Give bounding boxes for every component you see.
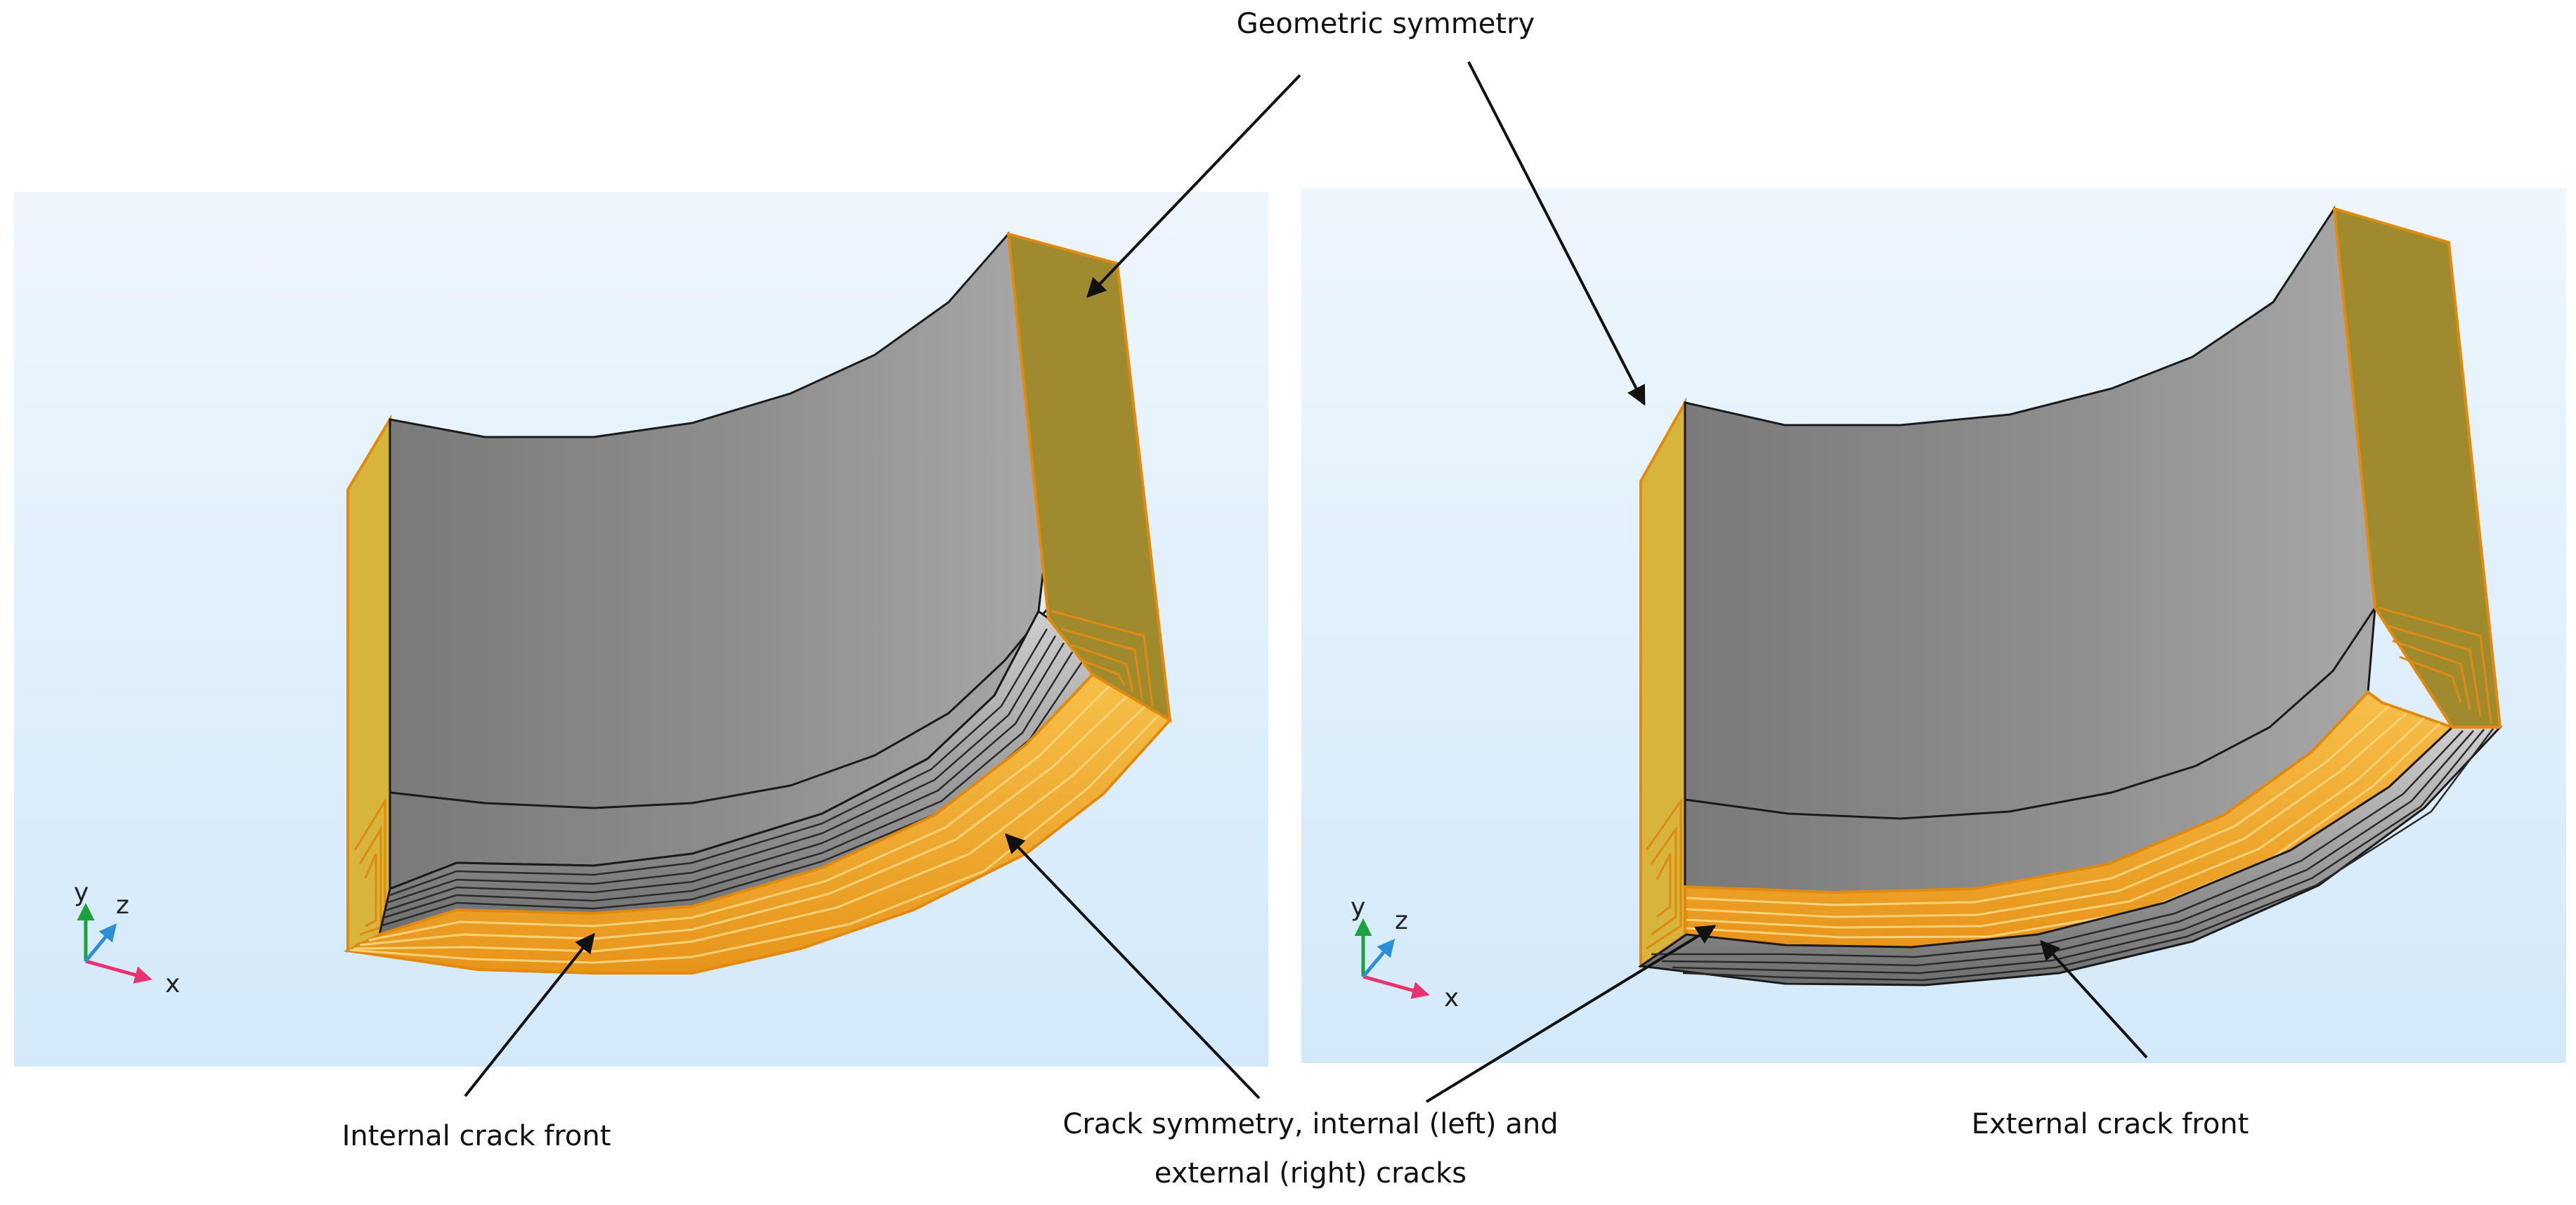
left-crack-band [343, 672, 1173, 975]
label-geometric-symmetry: Geometric symmetry [1237, 8, 1535, 40]
right-triad-z-axis [1362, 939, 1396, 978]
annotation-arrows [464, 61, 2148, 1103]
label-external-crack-front: External crack front [1972, 1108, 2249, 1140]
right-end-mesh [1645, 797, 1682, 950]
arrow-crack-symmetry-right [1425, 925, 1717, 1103]
left-triad-z-axis [84, 923, 117, 963]
right-triad-x-label: x [1444, 984, 1459, 1012]
left-triad-x-label: x [165, 970, 180, 998]
left-symmetry-face [1006, 232, 1172, 723]
arrow-geometric-symmetry-left [1086, 74, 1301, 299]
arrow-internal-crack-front [464, 932, 595, 1097]
right-triad-z-label: z [1395, 906, 1408, 935]
arrow-geometric-symmetry-right [1467, 61, 1646, 406]
left-panel: y z x [14, 192, 1268, 1067]
left-crack-lines [349, 684, 1161, 964]
right-triad-y-label: y [1351, 893, 1365, 922]
left-triad-y-label: y [74, 878, 89, 907]
label-crack-symmetry-line2: external (right) cracks [1154, 1157, 1466, 1190]
arrow-external-crack-front [2040, 939, 2148, 1059]
right-panel: y z x [1301, 188, 2566, 1063]
left-triad-z-label: z [116, 891, 129, 920]
right-partition-line [1684, 607, 2376, 820]
left-triad-x-axis [85, 959, 152, 984]
arrow-crack-symmetry-left [1005, 833, 1261, 1100]
right-symmetry-mesh [2378, 606, 2492, 724]
right-symmetry-face [2332, 207, 2502, 729]
right-axis-triad: y z x [1351, 893, 1459, 1012]
right-mesh-lines [1651, 728, 2494, 982]
left-axis-triad: y z x [74, 878, 180, 998]
label-internal-crack-front: Internal crack front [342, 1120, 611, 1152]
left-symmetry-mesh [1051, 610, 1154, 707]
right-triad-x-axis [1362, 975, 1430, 999]
label-crack-symmetry-line1: Crack symmetry, internal (left) and [1062, 1108, 1558, 1140]
right-end-face [1639, 397, 1686, 969]
left-partition-line [389, 607, 1050, 809]
